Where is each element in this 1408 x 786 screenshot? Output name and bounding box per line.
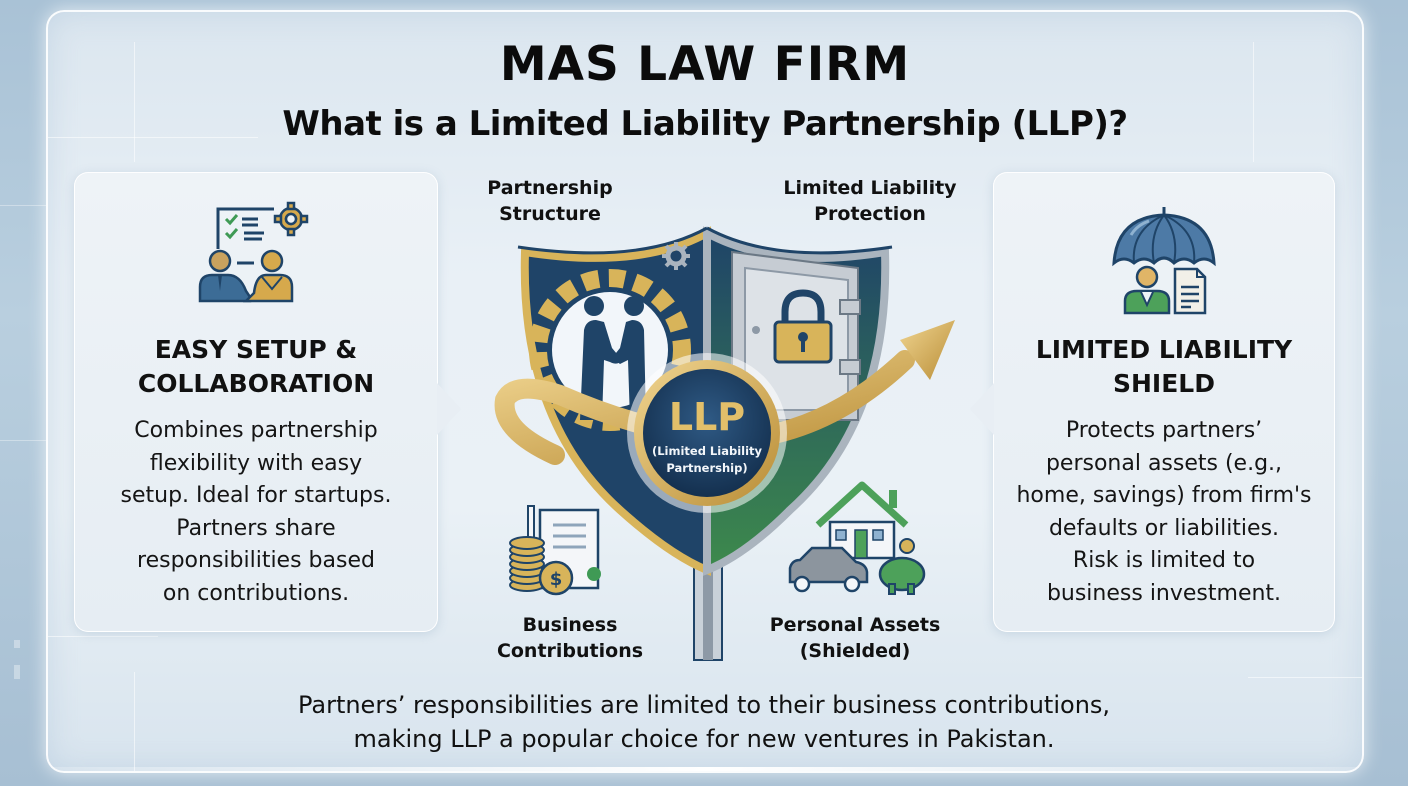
footer-line: Partners’ responsibilities are limited t… (297, 691, 1111, 719)
description-line: Risk is limited to (1072, 548, 1256, 573)
page-title: MAS LAW FIRM (499, 37, 911, 92)
badge-fullname-line: (Limited Liability (652, 444, 763, 458)
circuit-line (134, 42, 135, 162)
footer-summary: Partners’ responsibilities are limited t… (0, 688, 1408, 756)
footer-line: making LLP a popular choice for new vent… (353, 725, 1055, 753)
partners-checklist-gear-icon (196, 201, 316, 316)
badge-fullname-line: Partnership) (666, 461, 747, 475)
card-heading: EASY SETUP & COLLABORATION (75, 333, 437, 401)
growth-arrow-icon (494, 320, 955, 465)
label-line: Personal Assets (769, 614, 941, 636)
label-partnership-structure: Partnership Structure (470, 175, 630, 227)
llp-shield-illustration: LLP (Limited Liability Partnership) $ (494, 226, 955, 661)
description-line: home, savings) from firm's (1016, 483, 1312, 508)
circuit-line (134, 672, 135, 771)
circuit-line (1253, 42, 1254, 162)
description-line: Protects partners’ (1065, 418, 1263, 443)
heading-line: COLLABORATION (137, 369, 375, 398)
description-line: defaults or liabilities. (1048, 515, 1280, 541)
circuit-line (48, 636, 158, 637)
card-pointer (970, 383, 994, 435)
background-line (14, 640, 20, 648)
description-line: business investment. (1046, 580, 1282, 606)
label-line: (Shielded) (799, 640, 911, 662)
label-line: Business (522, 614, 618, 636)
umbrella-person-document-icon (1109, 205, 1219, 322)
label-line: Protection (814, 203, 926, 225)
heading-line: LIMITED LIABILITY (1035, 335, 1293, 364)
heading-line: SHIELD (1113, 369, 1215, 398)
label-business-contributions: Business Contributions (480, 612, 660, 664)
heading-line: EASY SETUP & (154, 335, 358, 364)
background-line (14, 665, 20, 679)
description-line: on contributions. (162, 580, 350, 606)
coins-document-icon: $ (509, 505, 601, 596)
description-line: Combines partnership (134, 418, 378, 443)
svg-text:$: $ (550, 569, 563, 590)
panel-glow (48, 767, 1362, 771)
house-car-piggybank-icon (788, 481, 926, 595)
easy-setup-card: EASY SETUP & COLLABORATION Combines part… (74, 172, 461, 632)
limited-liability-shield-card: LIMITED LIABILITY SHIELD Protects partne… (970, 172, 1335, 632)
card-description: Protects partners’ personal assets (e.g.… (1004, 415, 1324, 610)
circuit-line (1248, 677, 1362, 678)
label-line: Limited Liability (783, 177, 957, 199)
label-personal-assets: Personal Assets (Shielded) (750, 612, 960, 664)
background-line (0, 205, 46, 206)
description-line: flexibility with easy (149, 450, 363, 476)
card-description: Combines partnership flexibility with ea… (85, 415, 427, 610)
card-pointer (437, 383, 461, 435)
label-line: Contributions (496, 640, 644, 662)
llp-badge: LLP (Limited Liability Partnership) (627, 353, 787, 513)
label-limited-liability-protection: Limited Liability Protection (770, 175, 970, 227)
description-line: personal assets (e.g., (1045, 450, 1283, 476)
background-line (0, 440, 46, 441)
description-line: Partners share (176, 515, 336, 541)
description-line: setup. Ideal for startups. (120, 483, 392, 508)
page-subtitle: What is a Limited Liability Partnership … (282, 104, 1128, 144)
badge-acronym: LLP (669, 395, 745, 439)
label-line: Partnership (487, 177, 613, 199)
label-line: Structure (499, 203, 601, 225)
circuit-line (48, 137, 258, 138)
card-heading: LIMITED LIABILITY SHIELD (994, 333, 1334, 401)
description-line: responsibilities based (137, 548, 375, 573)
